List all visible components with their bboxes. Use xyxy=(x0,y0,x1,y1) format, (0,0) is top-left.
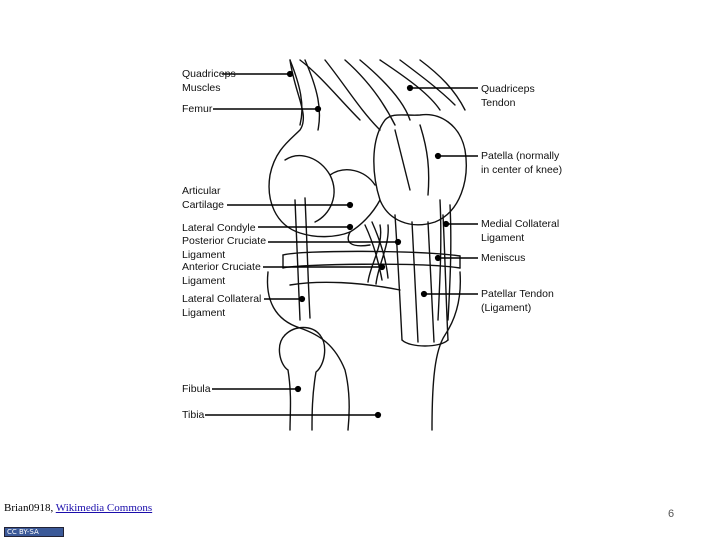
credit-author: Brian0918, xyxy=(4,502,56,514)
label-lateral-condyle: Lateral Condyle xyxy=(182,222,256,234)
label-patellar-tendon: Patellar Tendon(Ligament) xyxy=(481,288,554,314)
label-femur: Femur xyxy=(182,103,213,115)
leader-lines xyxy=(205,70,478,419)
license-badge-text: CC BY-SA xyxy=(7,528,39,536)
tibia-drawing xyxy=(266,271,462,431)
page-number: 6 xyxy=(668,508,675,520)
femur-drawing xyxy=(268,59,381,247)
patella-drawing xyxy=(373,113,467,226)
patellar-tendon-drawing xyxy=(394,214,449,347)
image-credit: Brian0918, Wikimedia Commons xyxy=(4,502,152,514)
label-tibia: Tibia xyxy=(182,409,205,421)
meniscus-drawing xyxy=(282,250,461,269)
label-fibula: Fibula xyxy=(182,383,211,395)
cruciate-ligaments-drawing xyxy=(364,221,389,285)
fibula-drawing xyxy=(278,197,326,431)
credit-source-link[interactable]: Wikimedia Commons xyxy=(55,502,153,514)
medial-collateral-drawing xyxy=(437,199,452,321)
quadriceps-muscle-drawing xyxy=(289,59,466,131)
license-badge[interactable]: CC BY-SA xyxy=(4,527,64,537)
label-meniscus: Meniscus xyxy=(481,252,526,264)
